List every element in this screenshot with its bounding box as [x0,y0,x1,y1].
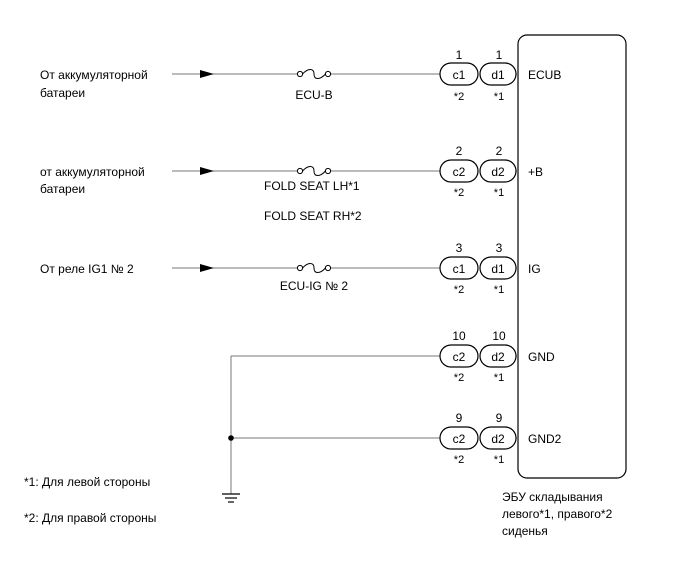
connector-code: c1 [453,262,466,276]
connector-right: d1 [479,62,517,86]
connector-code: c2 [453,165,466,179]
variant-note: *1 [494,372,504,384]
pin-number: 1 [456,48,463,62]
source-label: батареи [40,182,85,196]
fuse-icon [296,166,332,176]
variant-note: *2 [454,454,464,466]
fuse-label: FOLD SEAT LH*1 [264,179,360,193]
connector-left: c2 [439,344,479,368]
connector-right: d2 [479,159,517,183]
variant-note: *2 [454,91,464,103]
source-label: батареи [40,86,85,100]
terminal-label: GND [528,350,555,364]
pin-number: 2 [456,144,463,158]
arrow-icon [200,167,214,175]
ecu-label-line: ЭБУ складывания [502,490,603,504]
source-label: от аккумуляторной [40,165,145,179]
pin-number: 10 [492,329,506,343]
footnote: *2: Для правой стороны [24,511,156,525]
connector-code: d1 [491,68,505,82]
connector-code: c2 [453,432,466,446]
arrow-icon [200,70,214,78]
terminal-label: GND2 [528,432,562,446]
variant-note: *1 [494,187,504,199]
pin-number: 2 [496,144,503,158]
terminal-label: +B [528,165,543,179]
pin-number: 1 [496,48,503,62]
connector-right: d2 [479,344,517,368]
variant-note: *1 [494,284,504,296]
connector-code: d2 [491,165,505,179]
connector-code: d2 [491,432,505,446]
circuit-ecub: От аккумуляторной батареи ECU-B 1 1 c1 d… [40,48,561,103]
terminal-label: IG [528,262,541,276]
fuse-label: FOLD SEAT RH*2 [264,209,362,223]
fuse-label: ECU-IG № 2 [280,279,349,293]
connector-code: d1 [491,262,505,276]
terminal-label: ECUB [528,68,561,82]
variant-note: *1 [494,91,504,103]
circuit-ig: От реле IG1 № 2 ECU-IG № 2 3 3 c1 d1 *2 … [40,241,541,296]
connector-code: c2 [453,350,466,364]
connector-left: c2 [439,426,479,450]
junction-dot [228,435,234,441]
variant-note: *1 [494,454,504,466]
pin-number: 10 [452,329,466,343]
connector-code: c1 [453,68,466,82]
ecu-label-line: сиденья [502,524,548,538]
fuse-icon [296,69,332,79]
connector-code: d2 [491,350,505,364]
connector-right: d1 [479,256,517,280]
variant-note: *2 [454,372,464,384]
connector-left: c1 [439,62,479,86]
circuit-gnd2: 9 9 c2 d2 *2 *1 GND2 [231,411,562,466]
pin-number: 9 [456,411,463,425]
ecu-label-line: левого*1, правого*2 [502,507,613,521]
pin-number: 3 [456,241,463,255]
ground-bus [222,356,240,503]
pin-number: 9 [496,411,503,425]
ecu-box [517,34,627,479]
circuit-plus-b: от аккумуляторной батареи FOLD SEAT LH*1… [40,144,543,223]
source-label: От реле IG1 № 2 [40,262,134,276]
fuse-icon [296,263,332,273]
connector-right: d2 [479,426,517,450]
arrow-icon [200,264,214,272]
variant-note: *2 [454,284,464,296]
footnote: *1: Для левой стороны [24,475,150,489]
ecu-label: ЭБУ складывания левого*1, правого*2 сиде… [502,490,613,538]
connector-left: c2 [439,159,479,183]
variant-note: *2 [454,187,464,199]
source-label: От аккумуляторной [40,68,148,82]
connector-left: c1 [439,256,479,280]
circuit-gnd: 10 10 c2 d2 *2 *1 GND [231,329,555,384]
pin-number: 3 [496,241,503,255]
fuse-label: ECU-B [295,88,332,102]
ground-icon [222,493,240,503]
